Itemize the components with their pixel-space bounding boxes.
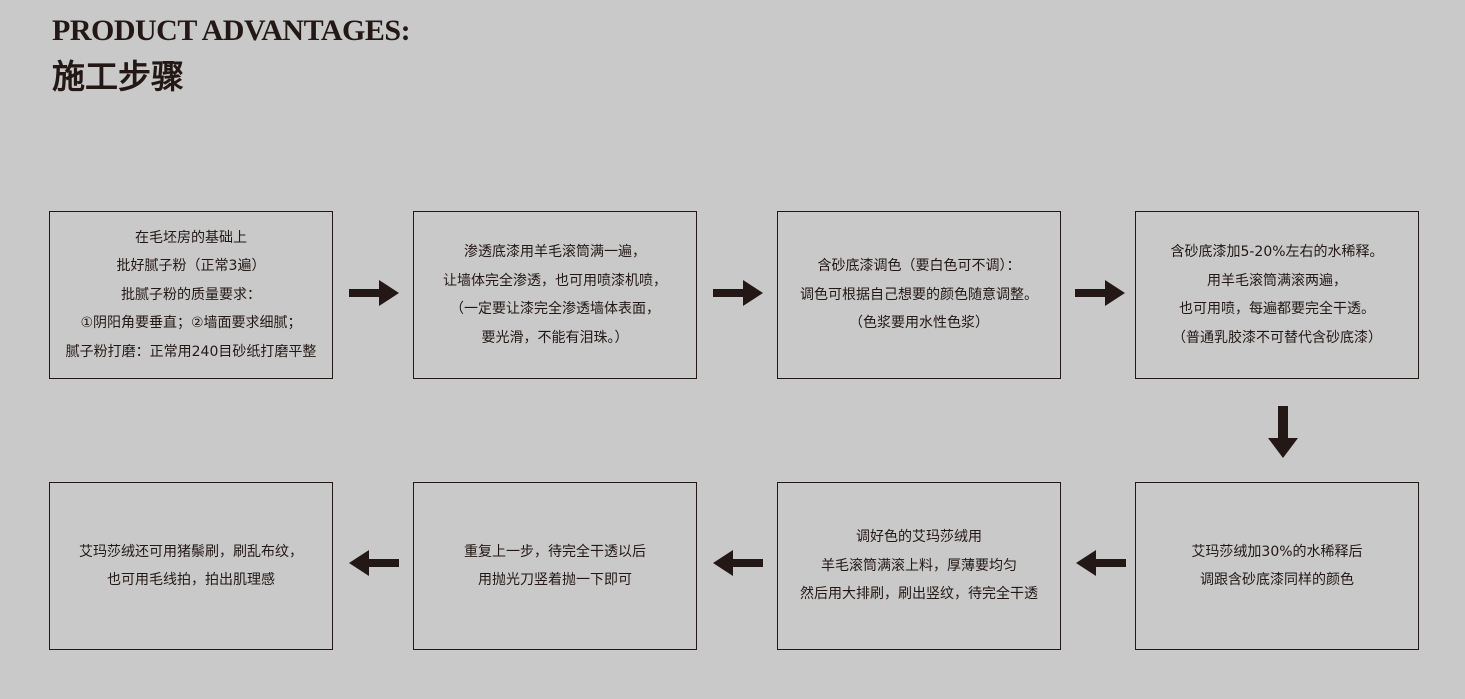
step-6-line-1: 调好色的艾玛莎绒用 (856, 529, 982, 546)
step-box-3: 含砂底漆调色（要白色可不调）： 调色可根据自己想要的颜色随意调整。 （色浆要用水… (777, 211, 1061, 379)
arrow-left-icon (713, 550, 763, 576)
step-box-6: 调好色的艾玛莎绒用 羊毛滚筒满滚上料，厚薄要均匀 然后用大排刷，刷出竖纹，待完全… (777, 482, 1061, 650)
step-box-4: 含砂底漆加5-20%左右的水稀释。 用羊毛滚筒满滚两遍， 也可用喷，每遍都要完全… (1135, 211, 1419, 379)
step-box-7: 重复上一步，待完全干透以后 用抛光刀竖着抛一下即可 (413, 482, 697, 650)
step-4-line-2: 用羊毛滚筒满滚两遍， (1207, 272, 1347, 289)
step-4-line-1: 含砂底漆加5-20%左右的水稀释。 (1170, 244, 1384, 260)
step-2-line-3: （一定要让漆完全渗透墙体表面， (450, 301, 660, 317)
step-2-line-4: 要光滑，不能有泪珠。） (481, 329, 629, 346)
step-2-line-2: 让墙体完全渗透，也可用喷漆机喷， (443, 272, 667, 289)
step-7-line-2: 用抛光刀竖着抛一下即可 (478, 572, 632, 588)
page-title-en: PRODUCT ADVANTAGES: (52, 14, 411, 47)
arrow-left-icon (1076, 550, 1126, 576)
step-1-line-1: 在毛坯房的基础上 (135, 229, 247, 246)
step-box-1: 在毛坯房的基础上 批好腻子粉（正常3遍） 批腻子粉的质量要求： ①阴阳角要垂直；… (49, 211, 333, 379)
step-4-line-3: 也可用喷，每遍都要完全干透。 (1179, 301, 1375, 317)
step-5-line-2: 调跟含砂底漆同样的颜色 (1200, 572, 1354, 588)
step-1-line-4: ①阴阳角要垂直；②墙面要求细腻； (80, 315, 302, 332)
arrow-left-icon (349, 550, 399, 576)
arrow-down-icon (1268, 406, 1298, 458)
arrow-right-icon (349, 280, 399, 306)
step-6-line-2: 羊毛滚筒满滚上料，厚薄要均匀 (821, 557, 1017, 574)
step-3-line-2: 调色可根据自己想要的颜色随意调整。 (800, 286, 1038, 303)
arrow-right-icon (1075, 280, 1125, 306)
step-4-line-4: （普通乳胶漆不可替代含砂底漆） (1172, 329, 1382, 346)
step-box-2: 渗透底漆用羊毛滚筒满一遍， 让墙体完全渗透，也可用喷漆机喷， （一定要让漆完全渗… (413, 211, 697, 379)
step-1-line-3: 批腻子粉的质量要求： (121, 286, 261, 303)
arrow-right-icon (713, 280, 763, 306)
step-8-line-2: 也可用毛线拍，拍出肌理感 (107, 572, 275, 588)
step-7-line-1: 重复上一步，待完全干透以后 (464, 543, 646, 560)
step-box-8: 艾玛莎绒还可用猪鬃刷，刷乱布纹， 也可用毛线拍，拍出肌理感 (49, 482, 333, 650)
step-1-line-5: 腻子粉打磨：正常用240目砂纸打磨平整 (65, 343, 317, 360)
step-2-line-1: 渗透底漆用羊毛滚筒满一遍， (464, 244, 646, 260)
step-8-line-1: 艾玛莎绒还可用猪鬃刷，刷乱布纹， (79, 543, 303, 560)
step-6-line-3: 然后用大排刷，刷出竖纹，待完全干透 (800, 586, 1038, 603)
step-1-line-2: 批好腻子粉（正常3遍） (116, 258, 266, 275)
step-3-line-3: （色浆要用水性色浆） (849, 315, 989, 332)
page-title-zh: 施工步骤 (52, 57, 184, 96)
step-5-line-1: 艾玛莎绒加30%的水稀释后 (1191, 543, 1363, 560)
step-box-5: 艾玛莎绒加30%的水稀释后 调跟含砂底漆同样的颜色 (1135, 482, 1419, 650)
step-3-line-1: 含砂底漆调色（要白色可不调）： (817, 258, 1021, 275)
